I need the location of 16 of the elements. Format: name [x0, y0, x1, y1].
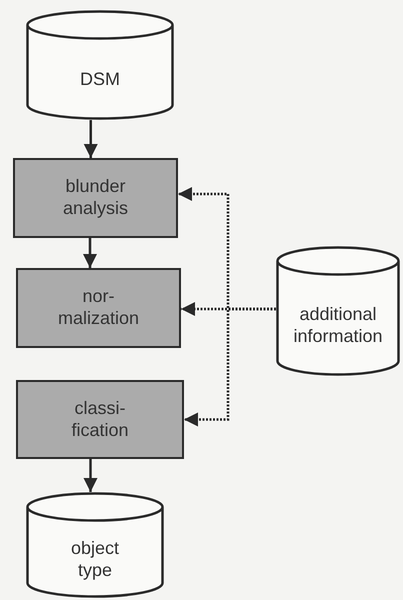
database-cylinder — [26, 492, 164, 598]
process-box — [16, 380, 184, 459]
node-label: blunder analysis — [62, 176, 130, 220]
process-box — [16, 268, 181, 348]
node-label: additional information — [292, 304, 384, 348]
arrow — [184, 308, 276, 426]
node-label: object type — [70, 538, 120, 582]
arrow — [84, 459, 98, 492]
node-label: DSM — [80, 69, 120, 91]
arrow — [84, 120, 98, 158]
node-label: classi- fication — [70, 398, 130, 442]
database-cylinder — [276, 246, 400, 376]
arrow — [83, 238, 97, 268]
process-box — [13, 158, 178, 238]
node-label: nor- malization — [56, 286, 140, 330]
database-cylinder — [26, 10, 174, 120]
